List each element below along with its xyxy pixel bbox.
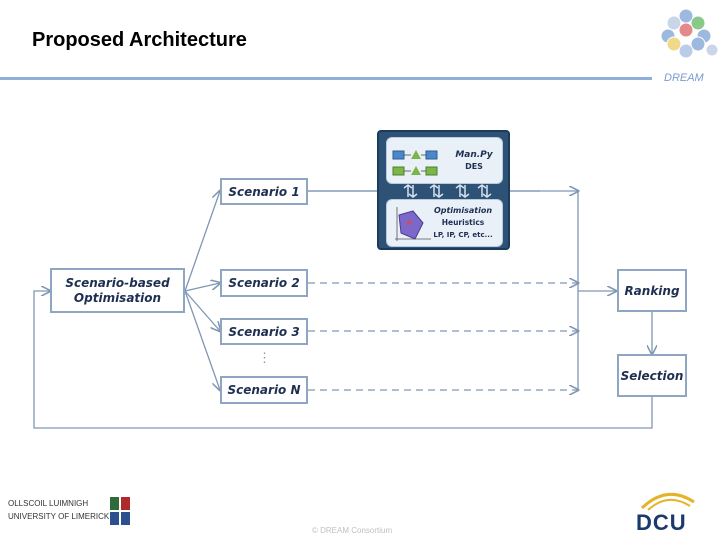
scenario-3-box: Scenario 3 [220, 318, 308, 345]
arrow-to-scenario-n [184, 290, 220, 390]
scenario-ellipsis: ⋮ [258, 350, 271, 365]
arrow-to-scenario-2 [184, 283, 220, 292]
selection-box: Selection [617, 354, 687, 397]
university-line-2: UNIVERSITY OF LIMERICK [8, 512, 110, 521]
university-name: OLLSCOIL LUIMNIGH UNIVERSITY OF LIMERICK [8, 497, 109, 523]
manpy-label: Man.Py [455, 150, 493, 160]
dream-logo-icon [660, 8, 719, 59]
optimisation-label: Optimisation [433, 206, 493, 215]
scenario-label: Scenario 3 [228, 324, 300, 339]
heuristics-label: Heuristics [441, 218, 485, 227]
dcu-logo-icon [640, 492, 695, 511]
ranking-box: Ranking [617, 269, 687, 312]
scenario-n-box: Scenario N [220, 376, 308, 404]
des-model-icon [392, 150, 438, 176]
methods-label: LP, IP, CP, etc... [433, 231, 493, 239]
optimisation-subpanel: Optimisation Heuristics LP, IP, CP, etc.… [386, 199, 503, 247]
simulation-subpanel: Man.Py DES [386, 137, 503, 184]
solution-space-icon [395, 207, 431, 241]
arrow-to-scenario-3 [184, 290, 220, 331]
scenario-label: Scenario 1 [228, 184, 300, 199]
copyright-notice: © DREAM Consortium [312, 526, 393, 535]
scenario-based-optimisation-box: Scenario-based Optimisation [50, 268, 185, 313]
scenario-label: Scenario N [227, 383, 301, 397]
ranking-label: Ranking [624, 283, 680, 298]
scenario-label: Scenario 2 [228, 276, 300, 290]
dcu-wordmark: DCU [636, 510, 687, 535]
university-line-1: OLLSCOIL LUIMNIGH [8, 499, 89, 508]
selection-label: Selection [620, 368, 684, 383]
scenario-2-box: Scenario 2 [220, 269, 308, 297]
des-label: DES [465, 162, 483, 171]
simulation-optimisation-panel: Man.Py DES Optimisation Heuristics LP, I… [377, 130, 510, 250]
optimisation-label: Scenario-based Optimisation [65, 275, 170, 305]
exchange-arrows-icon [403, 184, 492, 198]
university-crest-icon [110, 497, 130, 525]
scenario-1-box: Scenario 1 [220, 178, 308, 205]
feedback-loop [33, 291, 653, 429]
arrow-to-scenario-1 [184, 191, 220, 292]
page-title: Proposed Architecture [32, 29, 247, 51]
brand-name: DREAM [664, 72, 704, 84]
header-divider [0, 77, 652, 80]
